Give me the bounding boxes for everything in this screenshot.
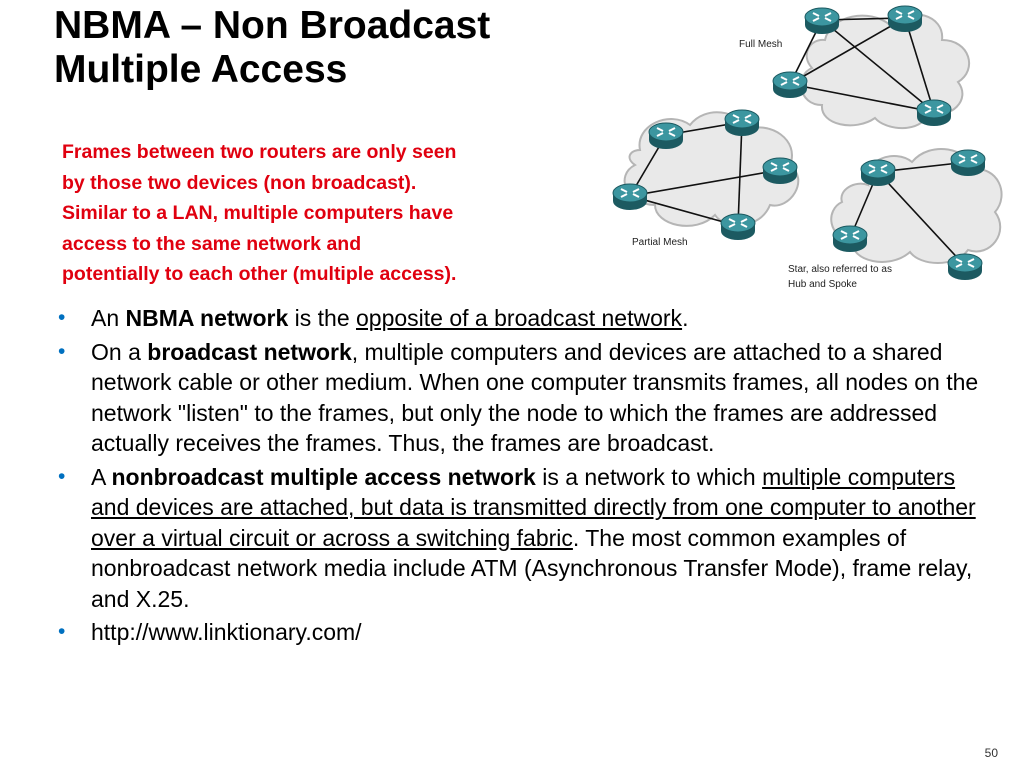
router-icon	[804, 7, 840, 35]
router-icon	[772, 71, 808, 99]
router-icon	[832, 225, 868, 253]
star-label-line-2: Hub and Spoke	[788, 279, 857, 290]
full-mesh-group: Full Mesh	[739, 5, 971, 130]
router-icon	[724, 109, 760, 137]
list-item: • http://www.linktionary.com/	[58, 617, 988, 648]
partial-mesh-group: Partial Mesh	[612, 109, 800, 248]
router-icon	[720, 213, 756, 241]
callout-line: Similar to a LAN, multiple computers hav…	[62, 202, 454, 224]
list-item: • On a broadcast network, multiple compu…	[58, 338, 979, 457]
star-group: Star, also referred to as Hub and Spoke	[788, 147, 1003, 290]
underlined-text: opposite of a broadcast network	[356, 305, 683, 331]
bullet-marker: •	[58, 339, 66, 363]
full-mesh-label: Full Mesh	[739, 39, 782, 50]
partial-mesh-label: Partial Mesh	[632, 237, 688, 248]
slide-title: NBMA – Non Broadcast Multiple Access	[54, 4, 614, 92]
title-line-2: Multiple Access	[54, 48, 348, 91]
bold-term: broadcast network	[147, 338, 352, 365]
router-icon	[950, 149, 986, 177]
bullet-list: • An NBMA network is the opposite of a b…	[58, 303, 988, 651]
bold-term: nonbroadcast multiple access network	[111, 463, 536, 490]
router-icon	[916, 99, 952, 127]
source-link[interactable]: http://www.linktionary.com/	[91, 619, 362, 645]
network-topology-diagram: Full Mesh Partial Mesh Star, also referr…	[612, 5, 1003, 290]
title-line-1: NBMA – Non Broadcast	[54, 4, 491, 47]
callout-text: Frames between two routers are only seen…	[62, 137, 592, 290]
star-label-line-1: Star, also referred to as	[788, 264, 892, 275]
underlined-text: multiple computers and devices are attac…	[91, 463, 976, 551]
router-icon	[887, 5, 923, 33]
router-icon	[648, 122, 684, 150]
list-item: • A nonbroadcast multiple access network…	[58, 463, 976, 612]
callout-line: Frames between two routers are only seen	[62, 141, 457, 163]
router-icon	[762, 157, 798, 185]
page-number: 50	[984, 746, 998, 760]
router-icon	[612, 183, 648, 211]
bullet-marker: •	[58, 620, 66, 643]
callout-line: access to the same network and	[62, 232, 362, 255]
router-icon	[947, 253, 983, 281]
callout-line: by those two devices (non broadcast).	[62, 171, 417, 194]
callout-line: potentially to each other (multiple acce…	[62, 263, 457, 285]
bold-term: NBMA network	[125, 305, 289, 331]
router-icon	[860, 159, 896, 187]
list-item: • An NBMA network is the opposite of a b…	[58, 303, 988, 334]
bullet-marker: •	[58, 464, 66, 488]
bullet-marker: •	[58, 306, 66, 329]
